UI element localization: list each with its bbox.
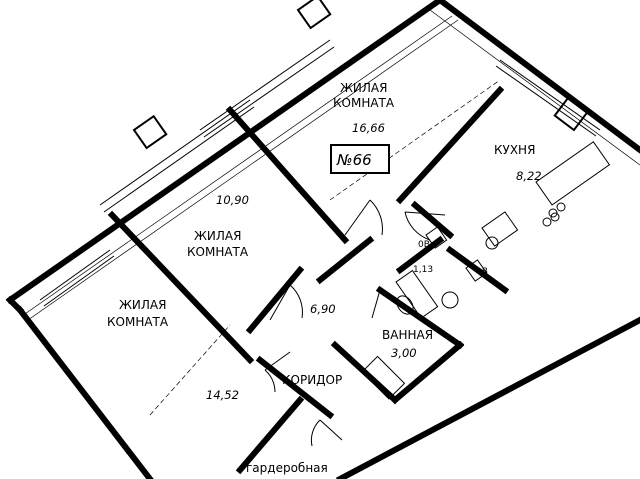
living-left-area: 14,52 (206, 388, 239, 402)
apartment-number: №66 (336, 151, 372, 169)
doors (264, 199, 446, 447)
wc-area: 1,13 (413, 265, 433, 275)
exterior-walls (5, 0, 640, 479)
bathroom-area: 3,00 (391, 346, 417, 360)
living-top-area: 16,66 (352, 121, 385, 135)
fixture-0v-b: 0В (476, 267, 488, 277)
living-mid-name-line2: КОМНАТА (187, 245, 249, 259)
room-labels: ЖИЛАЯ КОМНАТА 16,66 КУХНЯ 8,22 10,90 ЖИЛ… (107, 81, 542, 475)
bathroom-name: ВАННАЯ (382, 328, 433, 342)
fixture-0v-a: 0В (418, 240, 430, 250)
apartment-number-box: №66 (330, 144, 390, 174)
living-top-name-line2: КОМНАТА (333, 96, 395, 110)
kitchen-fixtures (481, 141, 611, 250)
hall-area: 6,90 (310, 302, 336, 316)
bathroom-fixtures (361, 226, 488, 400)
wardrobe-name: гардеробная (246, 461, 328, 475)
windows (39, 0, 601, 307)
corridor-name: КОРИДОР (282, 373, 342, 387)
interior-walls (107, 85, 510, 475)
zone-separators (149, 79, 501, 416)
living-left-name-line1: ЖИЛАЯ (119, 298, 166, 312)
living-left-name-line2: КОМНАТА (107, 315, 169, 329)
kitchen-area: 8,22 (516, 169, 542, 183)
living-mid-name-line1: ЖИЛАЯ (194, 229, 241, 243)
living-top-name-line1: ЖИЛАЯ (340, 81, 387, 95)
kitchen-name: КУХНЯ (494, 143, 535, 157)
living-mid-area: 10,90 (216, 193, 249, 207)
